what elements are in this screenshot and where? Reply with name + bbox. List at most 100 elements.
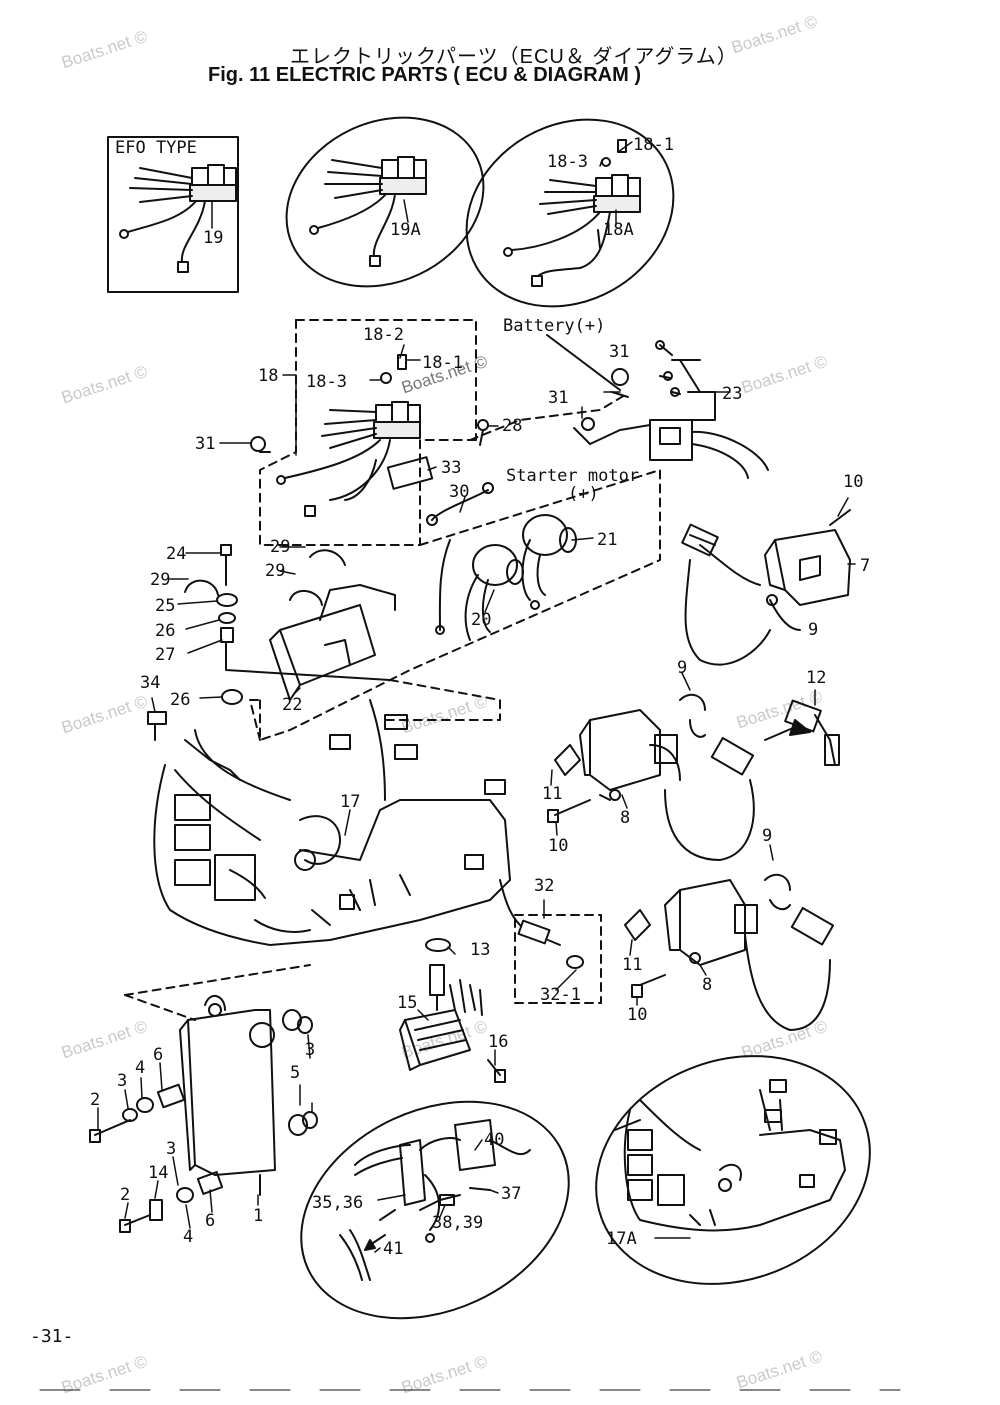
ecu-1 xyxy=(179,995,276,1196)
sensor-32 xyxy=(499,879,584,969)
part-number: 33 xyxy=(441,458,462,478)
relay-19 xyxy=(119,164,237,273)
leader-lines xyxy=(97,141,856,1253)
starter-motor-label: Starter motor xyxy=(506,466,640,486)
part-number: 2 xyxy=(120,1185,131,1205)
title-japanese: エレクトリックパーツ（ECU＆ ダイアグラム） xyxy=(290,46,738,68)
part-number: 29 xyxy=(270,537,291,557)
part-number: 24 xyxy=(166,544,187,564)
part-number: 40 xyxy=(484,1130,505,1150)
part-number: 18-1 xyxy=(633,135,674,155)
part-number: 9 xyxy=(677,658,688,678)
part-number: 13 xyxy=(470,940,491,960)
part-number: 18 xyxy=(258,366,279,386)
part-number: 37 xyxy=(501,1184,522,1204)
relay-18 xyxy=(250,354,421,517)
part-number: 16 xyxy=(488,1032,509,1052)
dashed-box-32 xyxy=(514,914,602,1004)
part-number: 18-3 xyxy=(547,152,588,172)
part-number: 4 xyxy=(183,1227,194,1247)
part-number: 18-1 xyxy=(422,353,463,373)
part-number: 32-1 xyxy=(540,985,581,1005)
starter-relay-20 xyxy=(435,539,524,641)
part-number: 9 xyxy=(762,826,773,846)
part-number: 29 xyxy=(265,561,286,581)
oval-19a xyxy=(285,116,485,288)
main-harness-17 xyxy=(153,699,511,946)
efo-type-box xyxy=(107,136,239,293)
part-number: 14 xyxy=(148,1163,169,1183)
ignition-coil-7 xyxy=(681,509,851,666)
part-number: 35,36 xyxy=(312,1193,364,1213)
part-number: 1 xyxy=(253,1206,264,1226)
part-number: 30 xyxy=(449,482,470,502)
part-number: 9 xyxy=(808,620,819,640)
part-number: 27 xyxy=(155,645,176,665)
part-number: 31 xyxy=(195,434,216,454)
efo-type-label: EFO TYPE xyxy=(115,138,197,158)
part-number: 6 xyxy=(205,1211,216,1231)
part-number: 34 xyxy=(140,673,161,693)
cdi-set-35-41 xyxy=(339,1119,531,1281)
part-number: 21 xyxy=(597,530,618,550)
part-number: 6 xyxy=(153,1045,164,1065)
cap-31 xyxy=(611,368,629,386)
dashed-box-18 xyxy=(295,319,477,441)
part-number: 7 xyxy=(860,556,871,576)
oval-harness-17a xyxy=(595,1055,871,1285)
part-number: 32 xyxy=(534,876,555,896)
part-number: 18-2 xyxy=(363,325,404,345)
part-number: 26 xyxy=(155,621,176,641)
battery-label: Battery(+) xyxy=(503,316,606,336)
part-number: 17 xyxy=(340,792,361,812)
part-number: 15 xyxy=(397,993,418,1013)
screw-28 xyxy=(477,419,489,446)
part-number: 29 xyxy=(150,570,171,590)
part-number: 18-3 xyxy=(306,372,347,392)
clamp-29 xyxy=(309,549,346,566)
part-number: 11 xyxy=(542,784,563,804)
part-number: 2 xyxy=(90,1090,101,1110)
battery-leader xyxy=(546,334,621,391)
spark-plug-cap-12 xyxy=(764,699,840,766)
relay-19a xyxy=(309,156,427,267)
part-number: 11 xyxy=(622,955,643,975)
clamp-29b xyxy=(184,579,219,596)
relay-18a xyxy=(503,139,641,287)
dashed-outline xyxy=(259,469,661,741)
part-number: 8 xyxy=(620,808,631,828)
title-english: Fig. 11 ELECTRIC PARTS ( ECU & DIAGRAM ) xyxy=(208,64,641,86)
part-number: 26 xyxy=(170,690,191,710)
part-number: 19A xyxy=(390,220,421,240)
oval-18a xyxy=(465,118,675,308)
bracket-33 xyxy=(386,456,434,490)
bracket-22 xyxy=(269,584,396,701)
part-number: 3 xyxy=(166,1139,177,1159)
oval-cdi-40 xyxy=(300,1100,570,1320)
part-number: 31 xyxy=(609,342,630,362)
part-number: 22 xyxy=(282,695,303,715)
part-number: 10 xyxy=(627,1005,648,1025)
starter-plus-label: (+) xyxy=(568,484,599,504)
part-number: 31 xyxy=(548,388,569,408)
regulator-15 xyxy=(399,938,506,1083)
part-number: 5 xyxy=(290,1063,301,1083)
part-number: 8 xyxy=(702,975,713,995)
part-number: 19 xyxy=(203,228,224,248)
part-number: 28 xyxy=(502,416,523,436)
starter-relay-21 xyxy=(521,514,577,610)
part-number: 3 xyxy=(117,1071,128,1091)
part-number: 20 xyxy=(471,610,492,630)
washers-24-27 xyxy=(216,544,391,705)
ecu-fasteners xyxy=(89,1009,318,1233)
page-number: -31- xyxy=(30,1326,74,1347)
part-number: 18A xyxy=(603,220,634,240)
part-number: 10 xyxy=(843,472,864,492)
part-number: 25 xyxy=(155,596,176,616)
part-number: 10 xyxy=(548,836,569,856)
ignition-coil-8b xyxy=(624,873,835,1031)
part-number: 17A xyxy=(606,1229,637,1249)
part-number: 4 xyxy=(135,1058,146,1078)
harness-17a xyxy=(614,1079,846,1232)
